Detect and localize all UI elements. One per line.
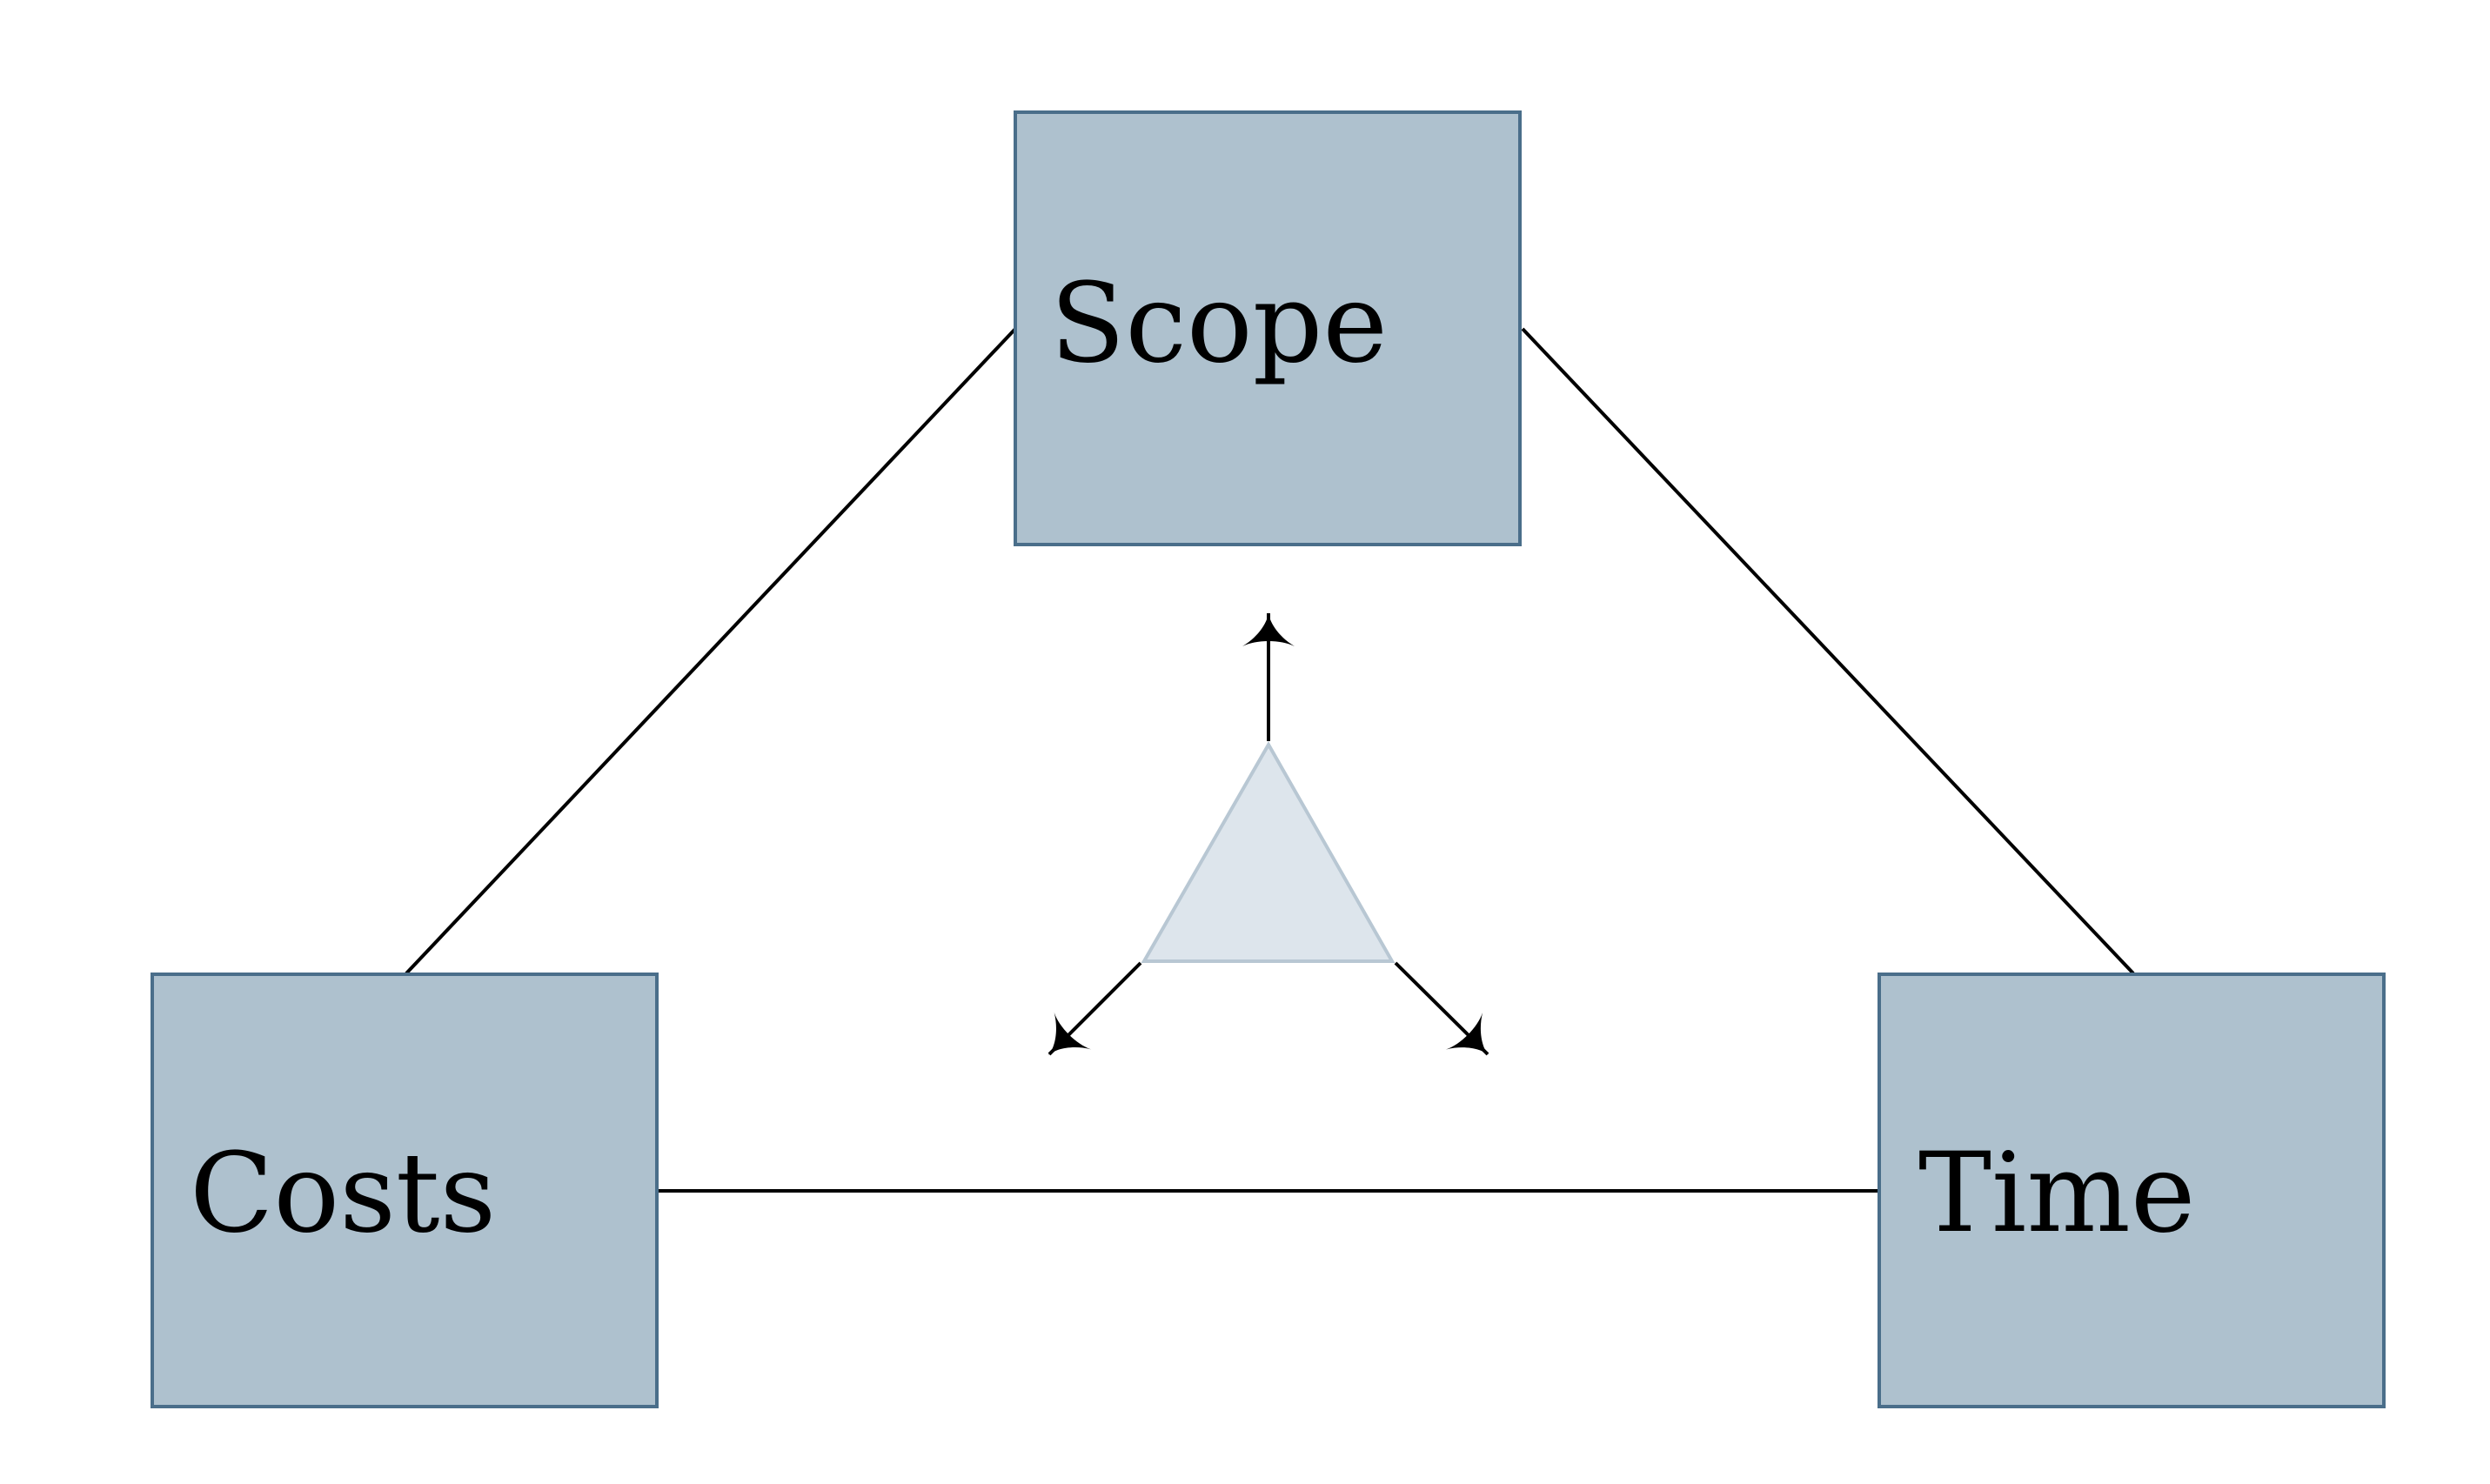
node-costs-label: Costs <box>190 1129 496 1257</box>
connector-scope-time <box>1521 327 2135 975</box>
node-scope-box <box>1014 110 1522 546</box>
balance-triangle-icon <box>1048 612 1489 1056</box>
arrow-down-left-icon <box>1048 961 1142 1056</box>
node-scope: Scope <box>1014 110 1522 546</box>
node-scope-label: Scope <box>1050 259 1388 387</box>
node-time: Time <box>1878 973 2386 1408</box>
center-triangle <box>1141 740 1396 963</box>
arrow-down-right-icon <box>1394 961 1489 1056</box>
node-costs-box <box>151 973 659 1408</box>
node-time-label: Time <box>1918 1129 2195 1257</box>
node-time-box <box>1878 973 2386 1408</box>
node-costs: Costs <box>151 973 659 1408</box>
connector-scope-costs <box>405 327 1017 975</box>
